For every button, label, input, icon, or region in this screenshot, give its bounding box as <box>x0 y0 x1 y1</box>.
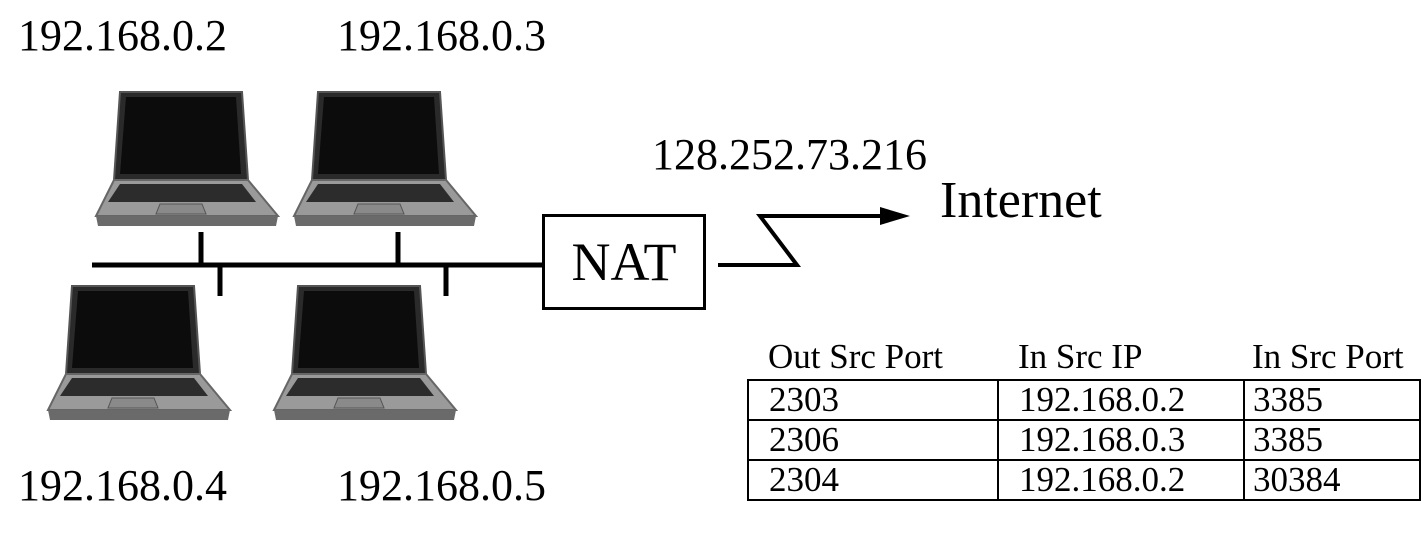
host-ip-label: 192.168.0.3 <box>337 11 546 60</box>
table-cell: 3385 <box>1243 419 1421 461</box>
table-cell: 192.168.0.2 <box>997 459 1245 501</box>
table-cell: 2306 <box>747 419 999 461</box>
host-ip-label: 192.168.0.4 <box>18 461 227 510</box>
table-row: 2303 192.168.0.2 3385 <box>747 379 1421 421</box>
nat-translation-table: Out Src Port In Src IP In Src Port 2303 … <box>747 337 1421 501</box>
lightning-arrow-icon <box>718 207 910 267</box>
table-cell: 192.168.0.2 <box>997 379 1245 421</box>
column-header: In Src Port <box>1252 337 1404 376</box>
column-header: In Src IP <box>1018 337 1143 376</box>
table-cell: 192.168.0.3 <box>997 419 1245 461</box>
host-ip-label: 192.168.0.5 <box>337 461 546 510</box>
table-row: 2304 192.168.0.2 30384 <box>747 459 1421 501</box>
internet-label: Internet <box>940 172 1102 229</box>
column-header: Out Src Port <box>768 337 943 376</box>
laptop-icon <box>46 285 232 420</box>
table-header-row: Out Src Port In Src IP In Src Port <box>748 337 1420 380</box>
laptop-icon <box>272 285 458 420</box>
table-cell: 30384 <box>1243 459 1421 501</box>
table-row: 2306 192.168.0.3 3385 <box>747 419 1421 461</box>
nat-box: NAT <box>542 214 706 310</box>
host-ip-label: 192.168.0.2 <box>18 11 227 60</box>
public-ip-label: 128.252.73.216 <box>652 130 927 179</box>
table-cell: 2304 <box>747 459 999 501</box>
laptop-icon <box>94 91 280 226</box>
table-cell: 2303 <box>747 379 999 421</box>
table-cell: 3385 <box>1243 379 1421 421</box>
laptop-icon <box>292 91 478 226</box>
